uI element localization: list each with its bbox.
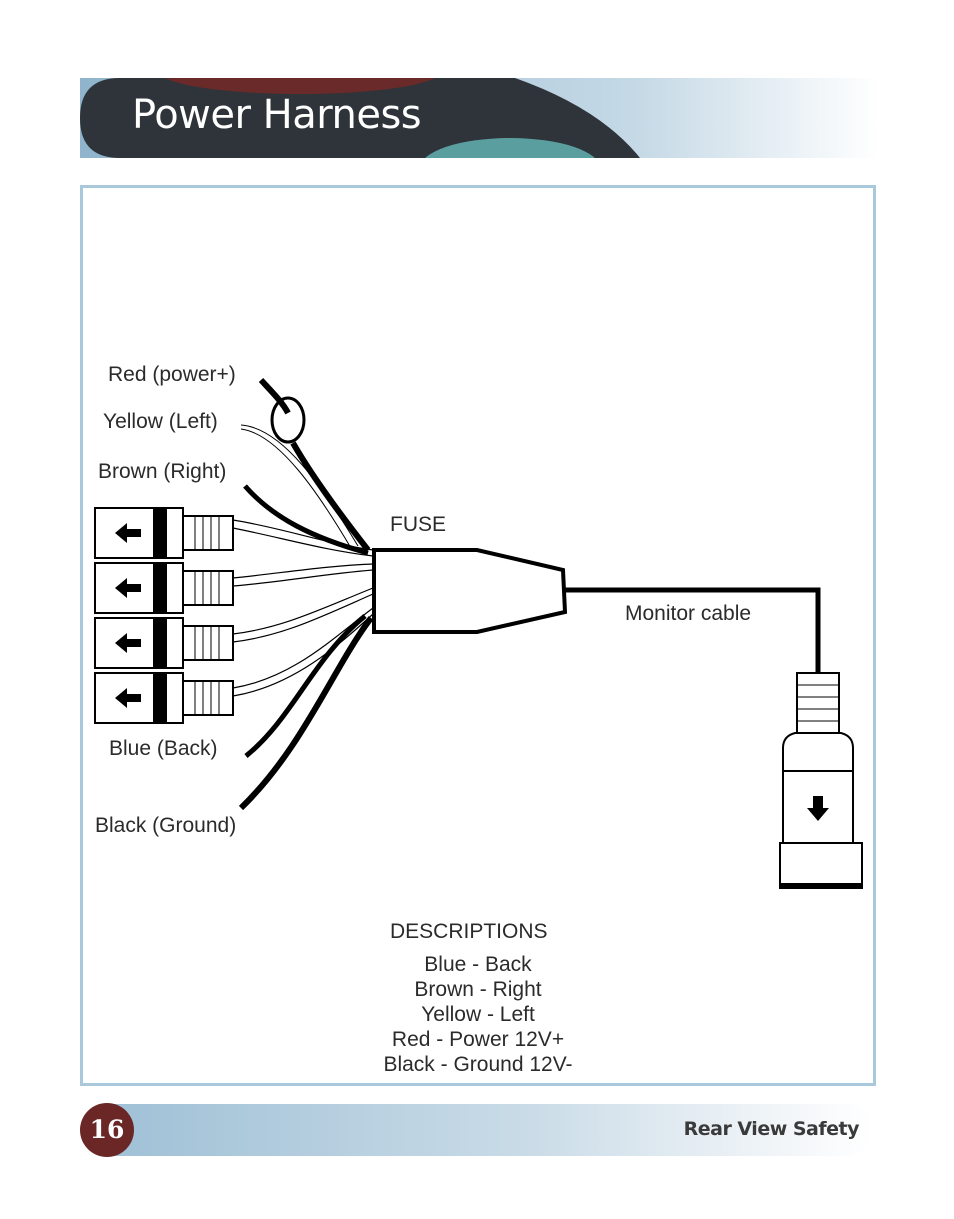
- label-red-wire: Red (power+): [108, 363, 236, 386]
- label-yellow-wire: Yellow (Left): [103, 410, 218, 433]
- footer-bar: [100, 1104, 873, 1156]
- fuse-holder-icon: [270, 396, 306, 444]
- rca-connector: [94, 617, 234, 669]
- arrow-left-icon: [115, 523, 141, 543]
- rca-connector: [94, 672, 234, 724]
- brown-wire: [243, 484, 369, 556]
- footer-brand: Rear View Safety: [683, 1118, 860, 1140]
- page-header: Power Harness: [80, 78, 878, 158]
- harness-body: [372, 548, 568, 634]
- arrow-left-icon: [115, 688, 141, 708]
- arrow-left-icon: [115, 633, 141, 653]
- arrow-left-icon: [115, 578, 141, 598]
- label-blue-wire: Blue (Back): [109, 737, 218, 760]
- label-monitor-cable: Monitor cable: [625, 602, 752, 625]
- description-line: Brown - Right: [414, 978, 542, 1001]
- description-line: Yellow - Left: [421, 1003, 535, 1026]
- black-wire: [238, 616, 374, 811]
- monitor-connector: [779, 672, 863, 889]
- page-title: Power Harness: [132, 92, 422, 138]
- header-banner-graphic: [80, 78, 878, 158]
- description-line: Red - Power 12V+: [391, 1028, 565, 1051]
- rca-connector: [94, 507, 234, 559]
- descriptions-title: DESCRIPTIONS: [390, 920, 548, 943]
- page-number: 16: [80, 1103, 134, 1157]
- arrow-down-icon: [807, 796, 829, 821]
- label-brown-wire: Brown (Right): [98, 460, 227, 483]
- rca-connector: [94, 562, 234, 614]
- monitor-cable: [565, 587, 821, 673]
- description-line: Blue - Back: [424, 953, 532, 976]
- power-harness-diagram: [94, 377, 863, 889]
- blue-wire: [244, 614, 367, 758]
- description-line: Black - Ground 12V-: [383, 1053, 573, 1076]
- diagram-frame: Red (power+) Yellow (Left) Brown (Right)…: [80, 185, 876, 1086]
- label-fuse: FUSE: [390, 513, 447, 536]
- yellow-wire: [240, 424, 359, 549]
- red-wire: [258, 377, 371, 552]
- page-footer: 16 Rear View Safety: [80, 1103, 875, 1157]
- label-black-wire: Black (Ground): [95, 814, 237, 837]
